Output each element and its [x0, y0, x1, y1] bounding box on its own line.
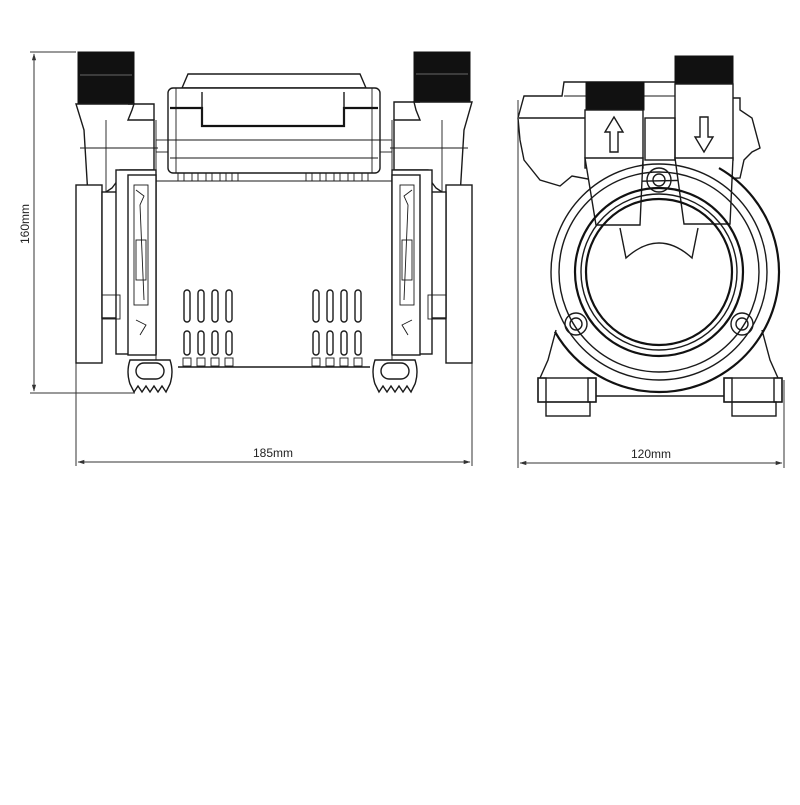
- height-dimension: 160mm: [18, 51, 135, 394]
- outlet-port: [674, 55, 734, 225]
- motor-body: [156, 180, 392, 368]
- side-base: [537, 329, 783, 417]
- centre-bolt: [644, 117, 676, 193]
- width-dimension-label: 185mm: [253, 446, 293, 460]
- height-dimension-label: 160mm: [18, 204, 32, 244]
- terminal-studs: [177, 172, 369, 182]
- right-pump-head: [390, 101, 473, 365]
- left-foot: [127, 359, 173, 394]
- right-vent-slots: [311, 289, 363, 367]
- right-threaded-port: [413, 51, 471, 103]
- left-threaded-port: [77, 51, 135, 105]
- electrical-control-box: [167, 73, 381, 174]
- side-view: 120mm: [517, 55, 785, 468]
- width-dimension-front: 185mm: [75, 300, 473, 466]
- up-arrow-icon: [603, 115, 625, 153]
- right-foot: [372, 359, 418, 394]
- inlet-port: [584, 81, 645, 226]
- side-width-dimension-label: 120mm: [631, 447, 671, 461]
- mounting-bolt-right: [730, 312, 754, 336]
- mounting-bolt-left: [564, 312, 588, 336]
- volute-housing: [537, 150, 781, 394]
- left-vent-slots: [182, 289, 234, 367]
- width-dimension-side: 120mm: [517, 100, 785, 468]
- left-pump-head: [75, 103, 158, 365]
- front-view: 160mm 185mm: [18, 51, 473, 466]
- down-arrow-icon: [693, 116, 715, 154]
